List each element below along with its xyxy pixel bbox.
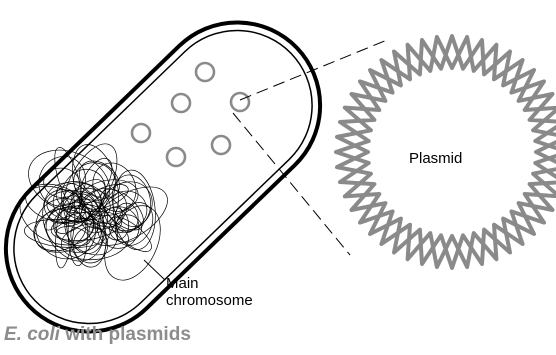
small-plasmid: [132, 124, 150, 142]
small-plasmid: [231, 93, 249, 111]
plasmid-label: Plasmid: [409, 150, 462, 167]
figure-caption: E. coli with plasmids: [4, 324, 191, 346]
chromosome-label-line2: chromosome: [166, 292, 253, 309]
zoom-line-bottom: [233, 113, 350, 255]
small-plasmids: [132, 63, 249, 166]
chromosome-label-line1: Main: [166, 275, 199, 292]
caption-text: with plasmids: [65, 324, 191, 345]
chromosome-label: Main chromosome: [166, 275, 253, 309]
main-chromosome: [10, 136, 177, 289]
small-plasmid: [196, 63, 214, 81]
chromosome-loop: [55, 194, 128, 265]
caption-species: E. coli: [4, 324, 60, 345]
small-plasmid: [167, 148, 185, 166]
chromosome-leader-line: [144, 260, 165, 280]
small-plasmid: [172, 94, 190, 112]
small-plasmid: [212, 136, 230, 154]
